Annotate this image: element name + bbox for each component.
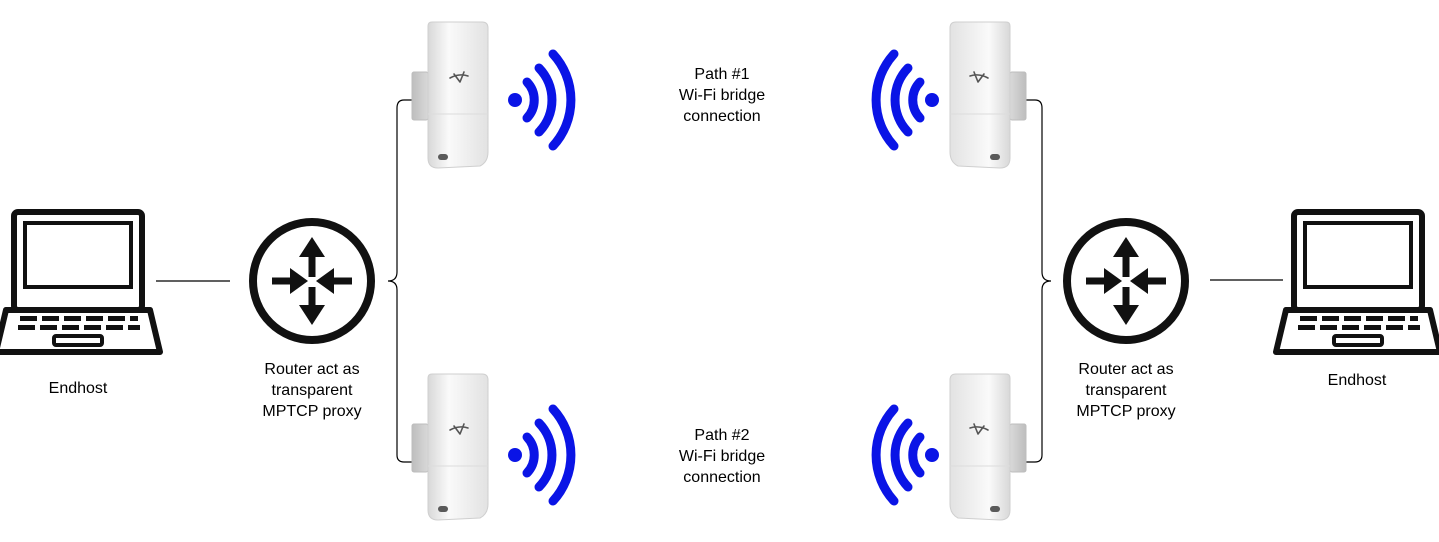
router-icon — [253, 222, 371, 340]
laptop-icon — [0, 212, 160, 352]
router-icon — [1067, 222, 1185, 340]
connection-lines — [156, 99, 1283, 463]
bracket-left — [387, 99, 413, 463]
endhost-left-label: Endhost — [48, 380, 108, 397]
wifi-signal-icon — [508, 54, 571, 146]
bracket-right — [1026, 99, 1052, 463]
wifi-antenna-icon — [411, 373, 489, 521]
path-1-label: Path #1 Wi-Fi bridge connection — [678, 66, 766, 125]
wifi-antenna-icon — [411, 21, 489, 169]
wifi-signal-icon — [876, 409, 939, 501]
wifi-signal-icon — [876, 54, 939, 146]
laptop-icon — [1276, 212, 1439, 352]
wifi-antenna-icon — [949, 21, 1027, 169]
router-right-label: Router act as transparent MPTCP proxy — [1076, 361, 1176, 420]
path-2-label: Path #2 Wi-Fi bridge connection — [678, 427, 766, 486]
router-left-label: Router act as transparent MPTCP proxy — [262, 361, 362, 420]
wifi-antenna-icon — [949, 373, 1027, 521]
endhost-right-label: Endhost — [1327, 372, 1387, 389]
wifi-signal-icon — [508, 409, 571, 501]
